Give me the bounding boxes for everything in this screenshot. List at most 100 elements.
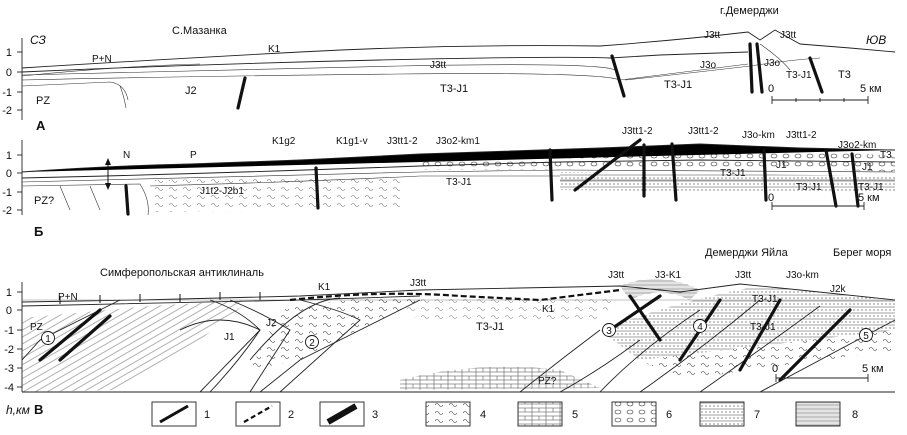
svg-text:4: 4 [697,322,703,333]
profile-c: 1 0 -1 -2 -3 -4 h,км Симферопольская ант… [4,247,896,417]
svg-text:J3o2-km1: J3o2-km1 [436,136,480,147]
legend: 1 2 3 4 5 6 7 8 [151,401,858,427]
place-demerdzhi-yayla: Демерджи Яйла [705,247,789,259]
svg-text:T3: T3 [880,150,892,161]
svg-text:PZ?: PZ? [34,195,54,207]
svg-text:7: 7 [754,409,760,421]
svg-text:5 км: 5 км [860,83,882,95]
svg-text:T3-J1: T3-J1 [476,321,504,333]
profile-b-letter: Б [34,224,43,239]
svg-text:-2: -2 [2,205,12,217]
svg-text:T3-J1: T3-J1 [858,182,884,193]
place-simferopol-anticline: Симферопольская антиклиналь [100,267,264,279]
svg-text:J3tt: J3tt [704,30,720,41]
svg-text:J3o2-km: J3o2-km [838,140,876,151]
svg-text:PZ: PZ [30,322,43,333]
svg-text:0: 0 [6,168,12,180]
svg-text:0: 0 [768,192,774,204]
depth-axis-label: h,км [6,403,30,417]
svg-text:P+N: P+N [58,292,78,303]
svg-text:K1: K1 [542,304,555,315]
svg-text:T3-J1: T3-J1 [440,83,468,95]
profile-c-letter: В [34,402,43,417]
svg-text:1: 1 [204,409,210,421]
tick-a-0: 0 [6,67,12,79]
svg-text:J1: J1 [862,162,873,173]
svg-text:5 км: 5 км [862,363,884,375]
svg-text:-3: -3 [4,363,14,375]
place-mazanka: С.Мазанка [172,25,228,37]
svg-text:6: 6 [666,409,672,421]
svg-text:-1: -1 [2,187,12,199]
svg-text:5 км: 5 км [858,192,880,204]
svg-text:K1: K1 [318,282,331,293]
svg-text:J1: J1 [776,160,787,171]
legend-item-5: 5 [517,401,578,427]
svg-text:T3-J1: T3-J1 [786,70,812,81]
svg-text:2: 2 [288,409,294,421]
svg-text:J3tt: J3tt [735,270,751,281]
tick-a-m2: -2 [2,105,12,117]
legend-item-7: 7 [699,401,760,427]
svg-text:J1t2-J2b1: J1t2-J2b1 [200,186,244,197]
svg-text:K1g2: K1g2 [272,136,296,147]
legend-item-3: 3 [319,401,378,427]
svg-text:J3tt: J3tt [410,278,426,289]
svg-text:J3tt1-2: J3tt1-2 [622,126,653,137]
profile-a-scale-bar: 0 5 км [768,83,882,104]
svg-text:J3-K1: J3-K1 [655,270,682,281]
profile-c-geology [21,278,896,393]
c-ticks [59,292,261,304]
svg-text:J3tt: J3tt [608,270,624,281]
profile-a-geology [21,29,896,110]
svg-text:0: 0 [768,83,774,95]
svg-text:J3o: J3o [700,60,717,71]
circled-numbers: 1 2 3 4 5 [41,319,873,349]
svg-text:J1: J1 [224,332,235,343]
svg-text:1: 1 [6,287,12,299]
svg-text:J3tt1-2: J3tt1-2 [688,126,719,137]
svg-text:J3o-km: J3o-km [786,270,819,281]
legend-item-8: 8 [795,401,858,427]
svg-text:J3tt: J3tt [780,30,796,41]
profile-c-scale-bar: 0 5 км [772,363,884,382]
svg-text:3: 3 [606,326,612,337]
direction-se: ЮВ [866,33,886,47]
svg-text:1: 1 [45,334,51,345]
legend-item-2: 2 [235,401,294,427]
svg-text:J3o: J3o [764,58,781,69]
svg-text:3: 3 [372,409,378,421]
legend-item-4: 4 [425,401,486,427]
svg-text:J2k: J2k [830,284,847,295]
svg-text:P: P [190,150,197,161]
svg-text:0: 0 [772,363,778,375]
svg-text:J2: J2 [185,85,197,97]
legend-item-1: 1 [151,401,210,427]
svg-text:T3: T3 [838,69,851,81]
svg-text:J3tt1-2: J3tt1-2 [786,130,817,141]
svg-text:PZ?: PZ? [538,376,557,387]
profile-b-labels: N P K1g2 K1g1-v J3tt1-2 J3o2-km1 J3tt1-2… [34,126,892,207]
svg-text:T3-J1: T3-J1 [446,177,472,188]
svg-text:-4: -4 [4,382,14,394]
svg-text:5: 5 [572,409,578,421]
svg-text:2: 2 [309,338,315,349]
svg-text:P+N: P+N [92,54,112,65]
svg-text:N: N [123,150,130,161]
profile-b-geology [21,138,896,216]
svg-text:J3o-km: J3o-km [742,130,775,141]
svg-text:PZ: PZ [36,95,50,107]
svg-text:5: 5 [863,331,869,342]
svg-text:J3tt1-2: J3tt1-2 [387,136,418,147]
svg-text:1: 1 [6,150,12,162]
svg-text:K1g1-v: K1g1-v [336,136,368,147]
tick-a-m1: -1 [2,87,12,99]
svg-text:0: 0 [6,305,12,317]
svg-text:8: 8 [852,409,858,421]
profile-a-axis: 1 0 -1 -2 [2,38,23,120]
svg-text:T3-J1: T3-J1 [720,168,746,179]
svg-text:4: 4 [480,409,486,421]
profile-a-labels: P+N K1 PZ J2 J3tt T3-J1 T3-J1 J3o J3tt J… [36,30,851,107]
profile-b: 1 0 -1 -2 [2,126,896,239]
